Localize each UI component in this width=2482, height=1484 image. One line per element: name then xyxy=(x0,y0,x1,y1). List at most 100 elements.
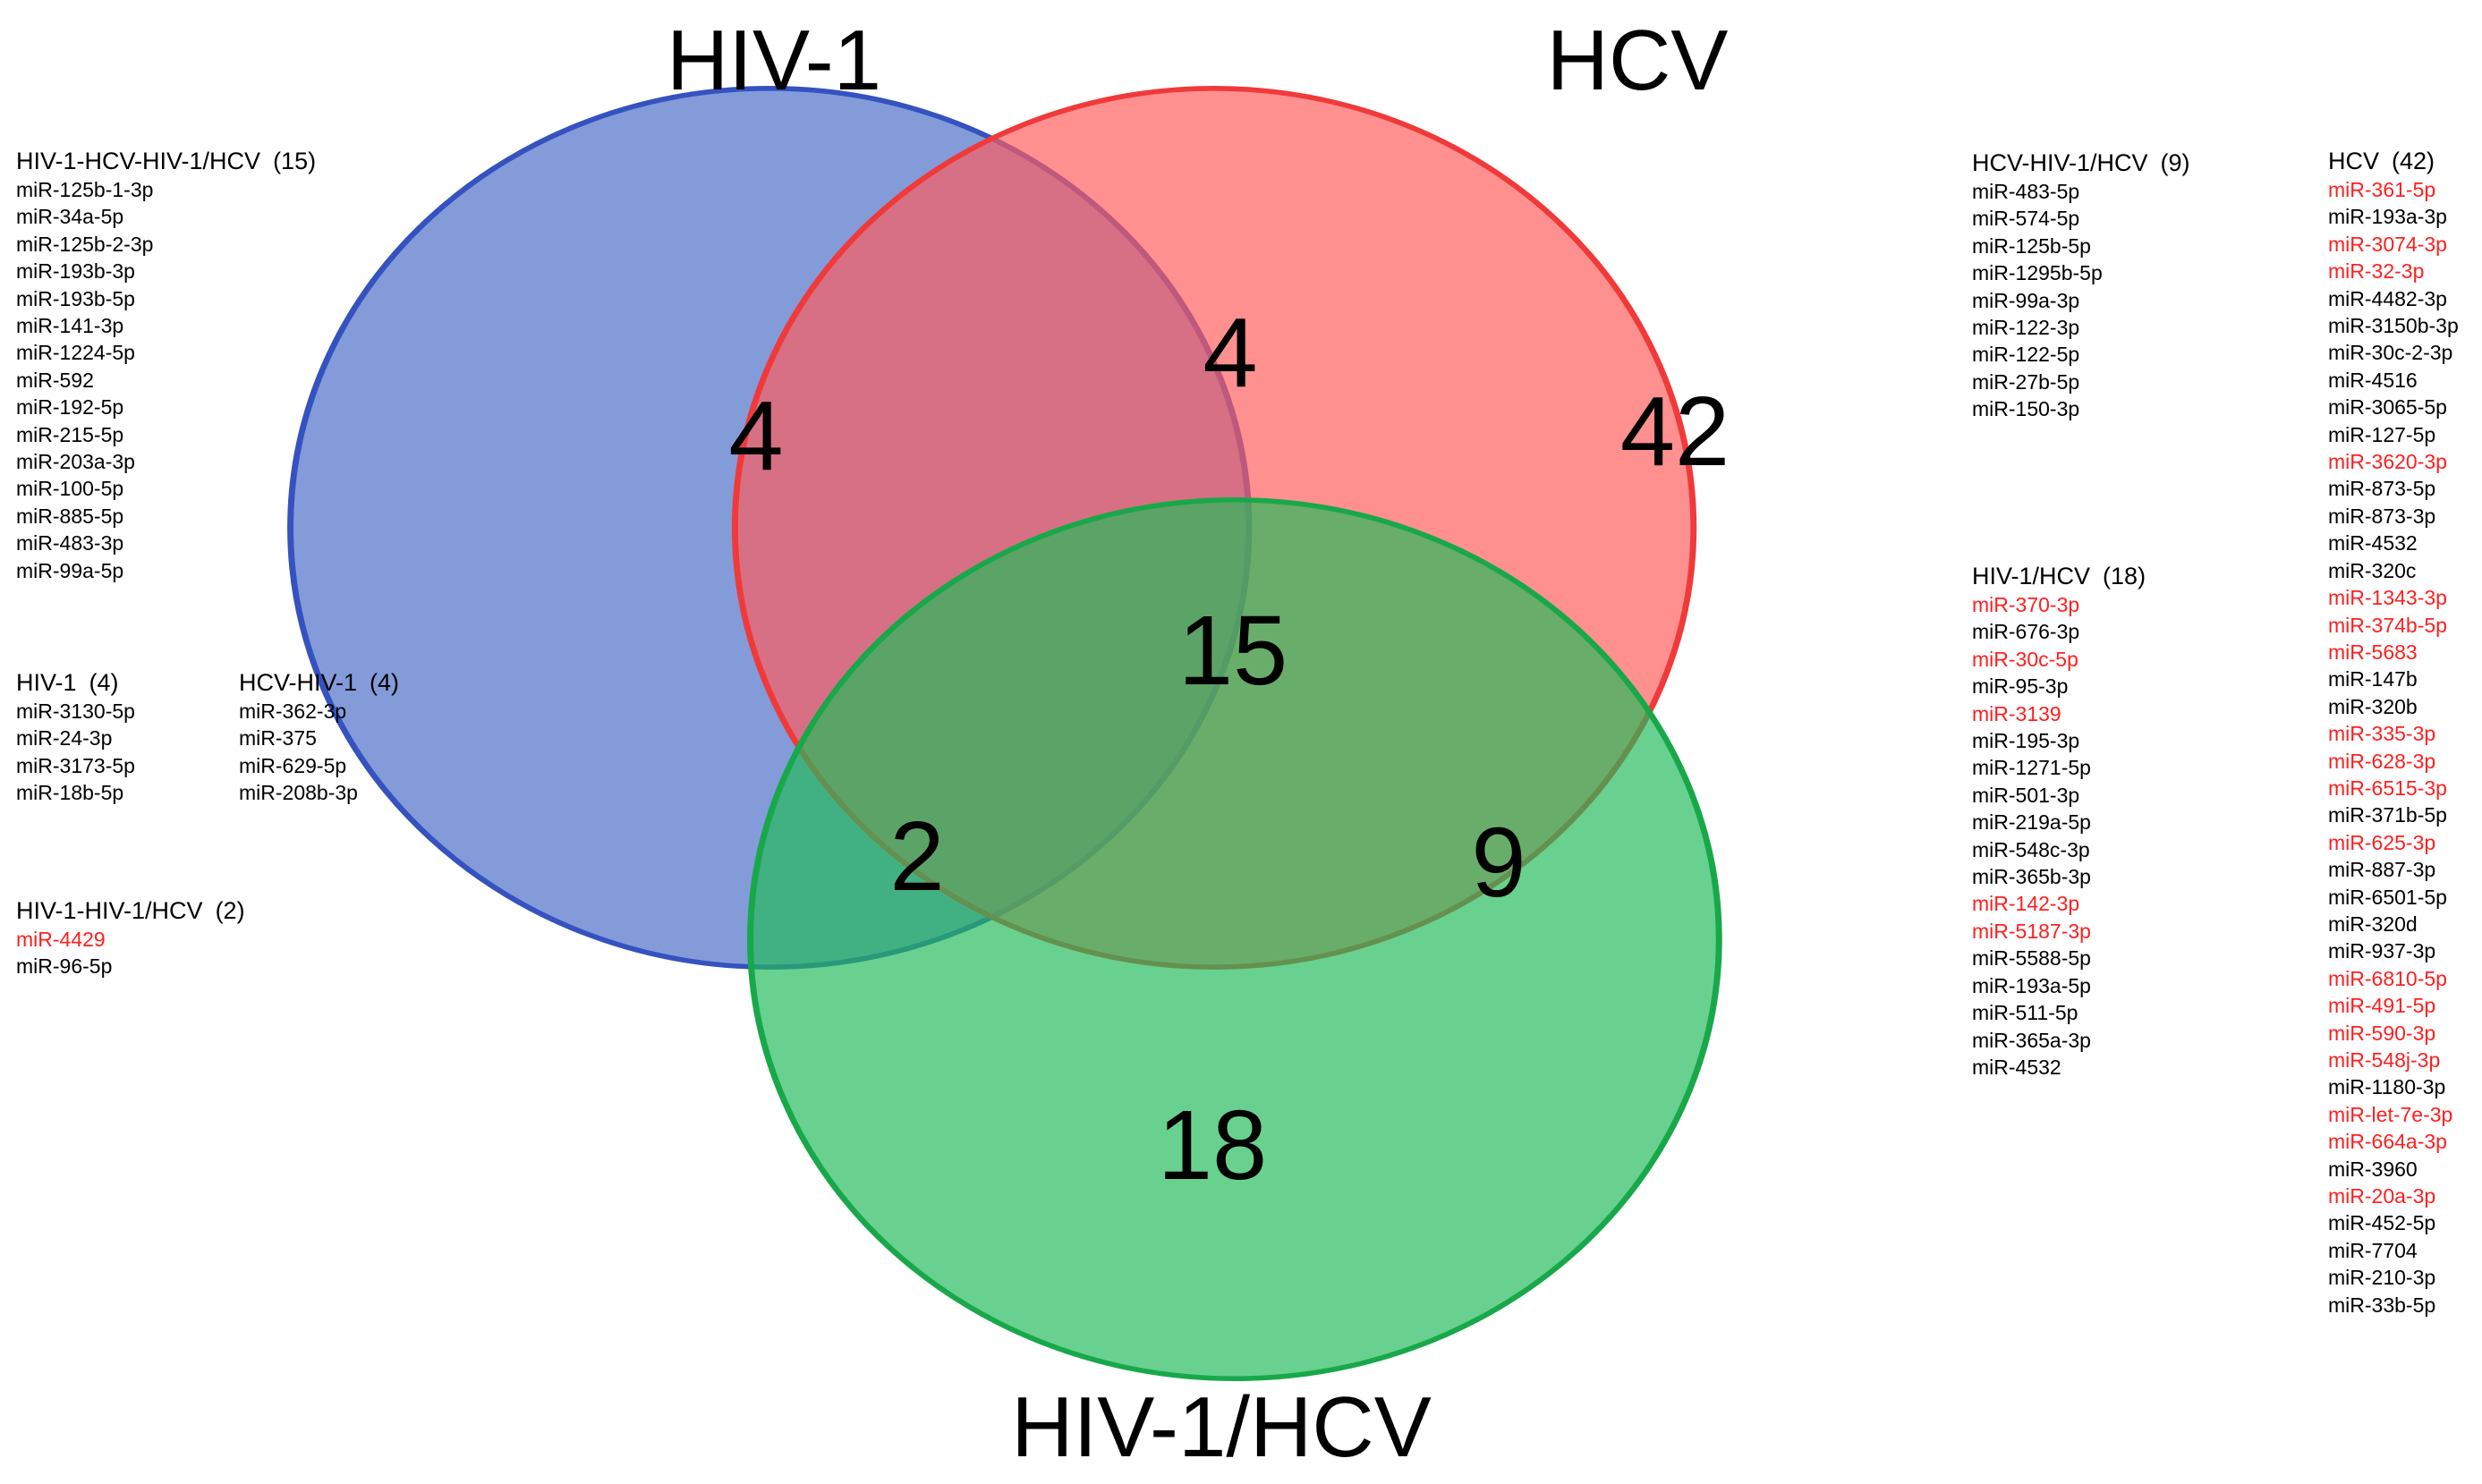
mirna-item: miR-3130-5p xyxy=(16,700,135,723)
mirna-item: miR-215-5p xyxy=(16,422,124,446)
list-count: (42) xyxy=(2392,148,2435,174)
mirna-item: miR-592 xyxy=(16,368,94,392)
mirna-item: miR-18b-5p xyxy=(16,781,124,805)
mirna-item: miR-142-3p xyxy=(1972,892,2080,916)
mirna-item: miR-24-3p xyxy=(16,726,113,750)
mirna-item: miR-1180-3p xyxy=(2328,1075,2446,1099)
mirna-item: miR-590-3p xyxy=(2328,1021,2436,1045)
mirna-item: miR-371b-5p xyxy=(2328,803,2447,827)
mirna-item: miR-3150b-3p xyxy=(2328,314,2459,338)
mirna-item: miR-150-3p xyxy=(1972,397,2080,421)
count-hcv-only: 42 xyxy=(1620,377,1730,487)
mirna-item: miR-32-3p xyxy=(2328,259,2425,284)
list-count: (9) xyxy=(2160,149,2190,176)
mirna-item: miR-141-3p xyxy=(16,314,124,338)
mirna-item: miR-3173-5p xyxy=(16,753,135,777)
list-label: HCV-HIV-1 xyxy=(239,669,358,696)
list-count: (15) xyxy=(273,148,317,174)
mirna-item: miR-491-5p xyxy=(2328,994,2436,1018)
mirna-item: miR-193a-3p xyxy=(2328,205,2447,229)
mirna-item: miR-370-3p xyxy=(1972,593,2080,616)
mirna-item: miR-99a-3p xyxy=(1972,288,2080,312)
list-label: HIV-1 xyxy=(16,669,77,696)
mirna-item: miR-99a-5p xyxy=(16,558,124,582)
mirna-item: miR-628-3p xyxy=(2328,749,2436,773)
count-hiv1-hcv: 4 xyxy=(1203,298,1257,408)
list-count: (4) xyxy=(370,669,400,696)
mirna-item: miR-30c-2-3p xyxy=(2328,341,2453,365)
hiv1-title: HIV-1 xyxy=(667,13,881,108)
mirna-item: miR-664a-3p xyxy=(2328,1130,2447,1154)
mirna-item: miR-27b-5p xyxy=(1972,369,2080,394)
list-label: HCV xyxy=(2328,148,2380,174)
mirna-item: miR-3620-3p xyxy=(2328,450,2447,474)
mirna-item: miR-5187-3p xyxy=(1972,919,2091,943)
mirna-item: miR-1343-3p xyxy=(2328,586,2447,610)
hcv-title: HCV xyxy=(1547,13,1729,108)
mirna-item: miR-210-3p xyxy=(2328,1266,2436,1290)
mirna-item: miR-676-3p xyxy=(1972,620,2080,644)
list-label: HIV-1/HCV xyxy=(1972,563,2091,589)
list-label: HCV-HIV-1/HCV xyxy=(1972,149,2148,176)
mirna-item: miR-483-5p xyxy=(1972,180,2080,203)
mirna-item: miR-122-5p xyxy=(1972,343,2080,367)
mirna-item: miR-374b-5p xyxy=(2328,613,2447,637)
mirna-item: miR-511-5p xyxy=(1972,1001,2078,1025)
mirna-item: miR-219a-5p xyxy=(1972,810,2091,835)
mirna-item: miR-3074-3p xyxy=(2328,232,2447,256)
mirna-item: miR-20a-3p xyxy=(2328,1184,2436,1208)
mirna-item: miR-320b xyxy=(2328,694,2418,718)
mirna-item: miR-95-3p xyxy=(1972,674,2069,699)
mirna-item: miR-193a-5p xyxy=(1972,973,2091,997)
mirna-item: miR-34a-5p xyxy=(16,205,124,229)
coinfection-title: HIV-1/HCV xyxy=(1011,1379,1431,1475)
mirna-item: miR-362-3p xyxy=(239,700,347,723)
mirna-item: miR-574-5p xyxy=(1972,207,2080,231)
mirna-item: miR-548c-3p xyxy=(1972,837,2090,861)
mirna-item: miR-147b xyxy=(2328,667,2418,691)
mirna-item: miR-365a-3p xyxy=(1972,1028,2091,1052)
mirna-item: miR-195-3p xyxy=(1972,729,2080,753)
mirna-item: miR-1224-5p xyxy=(16,341,135,365)
count-hiv1-coinfection: 2 xyxy=(889,801,944,912)
count-hcv-coinfection: 9 xyxy=(1471,808,1526,918)
mirna-item: miR-30c-5p xyxy=(1972,647,2078,671)
list-count: (2) xyxy=(215,897,245,924)
mirna-item: miR-5588-5p xyxy=(1972,946,2091,971)
mirna-item: miR-203a-3p xyxy=(16,450,135,474)
mirna-item: miR-873-3p xyxy=(2328,504,2436,528)
mirna-item: miR-1295b-5p xyxy=(1972,261,2103,285)
mirna-item: miR-193b-3p xyxy=(16,259,135,284)
mirna-item: miR-4482-3p xyxy=(2328,286,2447,310)
mirna-item: miR-3139 xyxy=(1972,701,2061,725)
mirna-item: miR-192-5p xyxy=(16,395,124,420)
mirna-item: miR-4516 xyxy=(2328,368,2418,392)
mirna-item: miR-452-5p xyxy=(2328,1211,2436,1235)
mirna-item: miR-208b-3p xyxy=(239,781,358,805)
mirna-item: miR-127-5p xyxy=(2328,422,2436,446)
mirna-item: miR-320c xyxy=(2328,558,2417,582)
mirna-item: miR-125b-1-3p xyxy=(16,178,154,201)
list-label: HIV-1-HIV-1/HCV xyxy=(16,897,203,924)
mirna-item: miR-320d xyxy=(2328,912,2418,936)
mirna-item: miR-375 xyxy=(239,726,317,750)
mirna-item: miR-548j-3p xyxy=(2328,1048,2441,1072)
mirna-item: miR-365b-3p xyxy=(1972,865,2091,889)
mirna-item: miR-1271-5p xyxy=(1972,756,2091,780)
list-count: (4) xyxy=(89,669,119,696)
mirna-item: miR-100-5p xyxy=(16,477,124,501)
mirna-item: miR-361-5p xyxy=(2328,178,2436,201)
count-hiv1-only: 4 xyxy=(728,381,783,491)
mirna-item: miR-937-3p xyxy=(2328,939,2436,963)
count-coinfection-only: 18 xyxy=(1158,1090,1267,1200)
mirna-item: miR-887-3p xyxy=(2328,858,2436,882)
mirna-item: miR-335-3p xyxy=(2328,722,2436,746)
mirna-item: miR-6810-5p xyxy=(2328,966,2447,990)
list-hcv-coinfection: HCV-HIV-1/HCV (9) miR-483-5p miR-574-5p miR… xyxy=(1972,148,2190,423)
mirna-item: miR-6501-5p xyxy=(2328,885,2447,909)
